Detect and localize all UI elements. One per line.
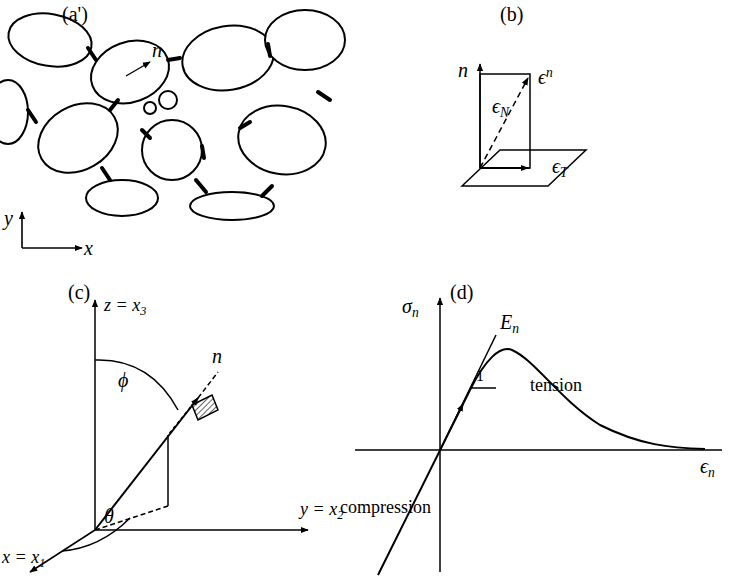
angle-label: θ bbox=[104, 506, 114, 526]
label-text: x = x bbox=[2, 547, 39, 567]
axes-a bbox=[22, 62, 150, 248]
axis-label: x bbox=[84, 238, 93, 258]
grain-contact bbox=[196, 180, 206, 192]
subscript: 1 bbox=[39, 556, 45, 570]
label-text: ϵ bbox=[552, 155, 560, 177]
axis-label: ϵn bbox=[700, 456, 715, 480]
strain-vector-figure bbox=[462, 64, 586, 186]
grain bbox=[159, 91, 177, 109]
label-text: n bbox=[212, 345, 222, 367]
label-text: n bbox=[458, 59, 468, 81]
grain bbox=[233, 99, 331, 181]
label-text: (b) bbox=[500, 3, 523, 25]
axis-label: y bbox=[4, 208, 13, 228]
grain-contact bbox=[202, 146, 204, 158]
grain-contact bbox=[168, 58, 180, 60]
label-text: (d) bbox=[450, 281, 473, 303]
subscript: n bbox=[708, 465, 715, 480]
vector-label: ϵn bbox=[538, 66, 553, 87]
grain-contact bbox=[240, 122, 250, 128]
vector-label: ϵN bbox=[492, 96, 509, 120]
label-text: E bbox=[500, 311, 512, 333]
vector-label: ϵT bbox=[552, 156, 568, 180]
label-text: θ bbox=[104, 505, 114, 527]
grain-contact bbox=[268, 44, 270, 56]
panel-label: (c) bbox=[68, 282, 90, 302]
panel-label: (d) bbox=[450, 282, 473, 302]
grain bbox=[265, 10, 345, 70]
panel-label: (a') bbox=[62, 4, 88, 24]
vector-label: n bbox=[212, 346, 222, 366]
grain-contact bbox=[142, 130, 150, 138]
axis-label: z = x3 bbox=[104, 296, 146, 317]
grain bbox=[26, 89, 131, 186]
slope-label: 1 bbox=[476, 368, 484, 384]
subscript: n bbox=[412, 305, 419, 320]
label-text: z = x bbox=[104, 295, 140, 315]
superscript: n bbox=[546, 65, 553, 80]
label-text: ϵ bbox=[538, 66, 546, 88]
grain bbox=[144, 102, 156, 114]
axis-label: x = x1 bbox=[2, 548, 45, 569]
label-text: ϵ bbox=[492, 95, 500, 117]
modulus-label: En bbox=[500, 312, 519, 336]
subscript: 3 bbox=[140, 304, 146, 318]
stress-strain-curve bbox=[355, 298, 722, 575]
subscript: n bbox=[512, 321, 519, 336]
region-label: compression bbox=[340, 498, 431, 516]
label-text: y bbox=[4, 207, 13, 229]
grain bbox=[0, 80, 28, 144]
grain-contact bbox=[262, 186, 272, 196]
angle-label: ϕ bbox=[118, 370, 128, 390]
label-text: compression bbox=[340, 497, 431, 517]
subscript: T bbox=[560, 165, 568, 180]
grain bbox=[82, 30, 178, 114]
grain-contact bbox=[88, 48, 96, 60]
grain-contact bbox=[318, 92, 330, 100]
label-text: ϵ bbox=[700, 455, 708, 477]
label-text: (a') bbox=[62, 3, 88, 25]
label-text: (c) bbox=[68, 281, 90, 303]
label-text: tension bbox=[530, 375, 582, 395]
grain bbox=[86, 180, 158, 216]
region-label: tension bbox=[530, 376, 582, 394]
label-text: 1 bbox=[476, 367, 484, 384]
panel-label: (b) bbox=[500, 4, 523, 24]
subscript: N bbox=[500, 105, 509, 120]
spherical-coordinates bbox=[30, 300, 308, 572]
grain-contact bbox=[110, 100, 118, 110]
label-text: n bbox=[152, 39, 162, 61]
axis-label: y = x2 bbox=[300, 500, 343, 521]
label-text: x bbox=[84, 237, 93, 259]
grain bbox=[142, 120, 202, 180]
axis-label: σn bbox=[402, 296, 419, 320]
grain-contact bbox=[102, 168, 110, 180]
grain-contact bbox=[28, 110, 36, 122]
label-text: y = x bbox=[300, 499, 337, 519]
label-text: σ bbox=[402, 295, 412, 317]
grain-structure bbox=[0, 7, 345, 220]
vector-label: n bbox=[458, 60, 468, 80]
vector-label: n bbox=[152, 40, 162, 60]
label-text: ϕ bbox=[118, 369, 128, 391]
grain bbox=[177, 18, 279, 97]
